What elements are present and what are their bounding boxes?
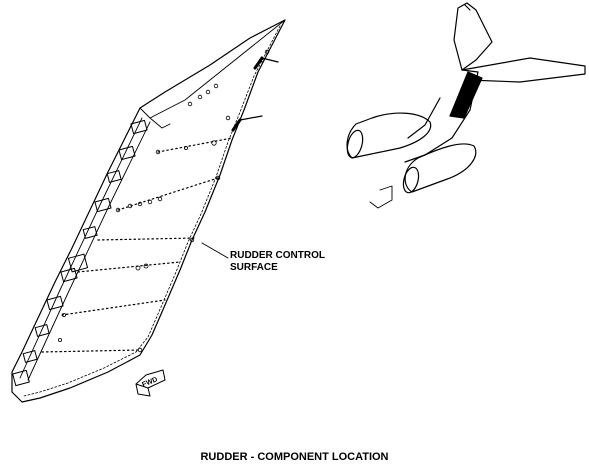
rudder-control-surface-callout: RUDDER CONTROL SURFACE (230, 250, 325, 274)
highlighted-rudder-section (449, 71, 483, 119)
rudder-surface (11, 19, 286, 403)
fwd-arrow-icon (135, 369, 166, 397)
figure-caption: RUDDER - COMPONENT LOCATION (200, 451, 389, 463)
callout-line-1: RUDDER CONTROL (230, 250, 325, 261)
callout-leader (201, 242, 229, 259)
callout-line-2: SURFACE (230, 262, 278, 273)
aircraft-locator (346, 2, 586, 209)
